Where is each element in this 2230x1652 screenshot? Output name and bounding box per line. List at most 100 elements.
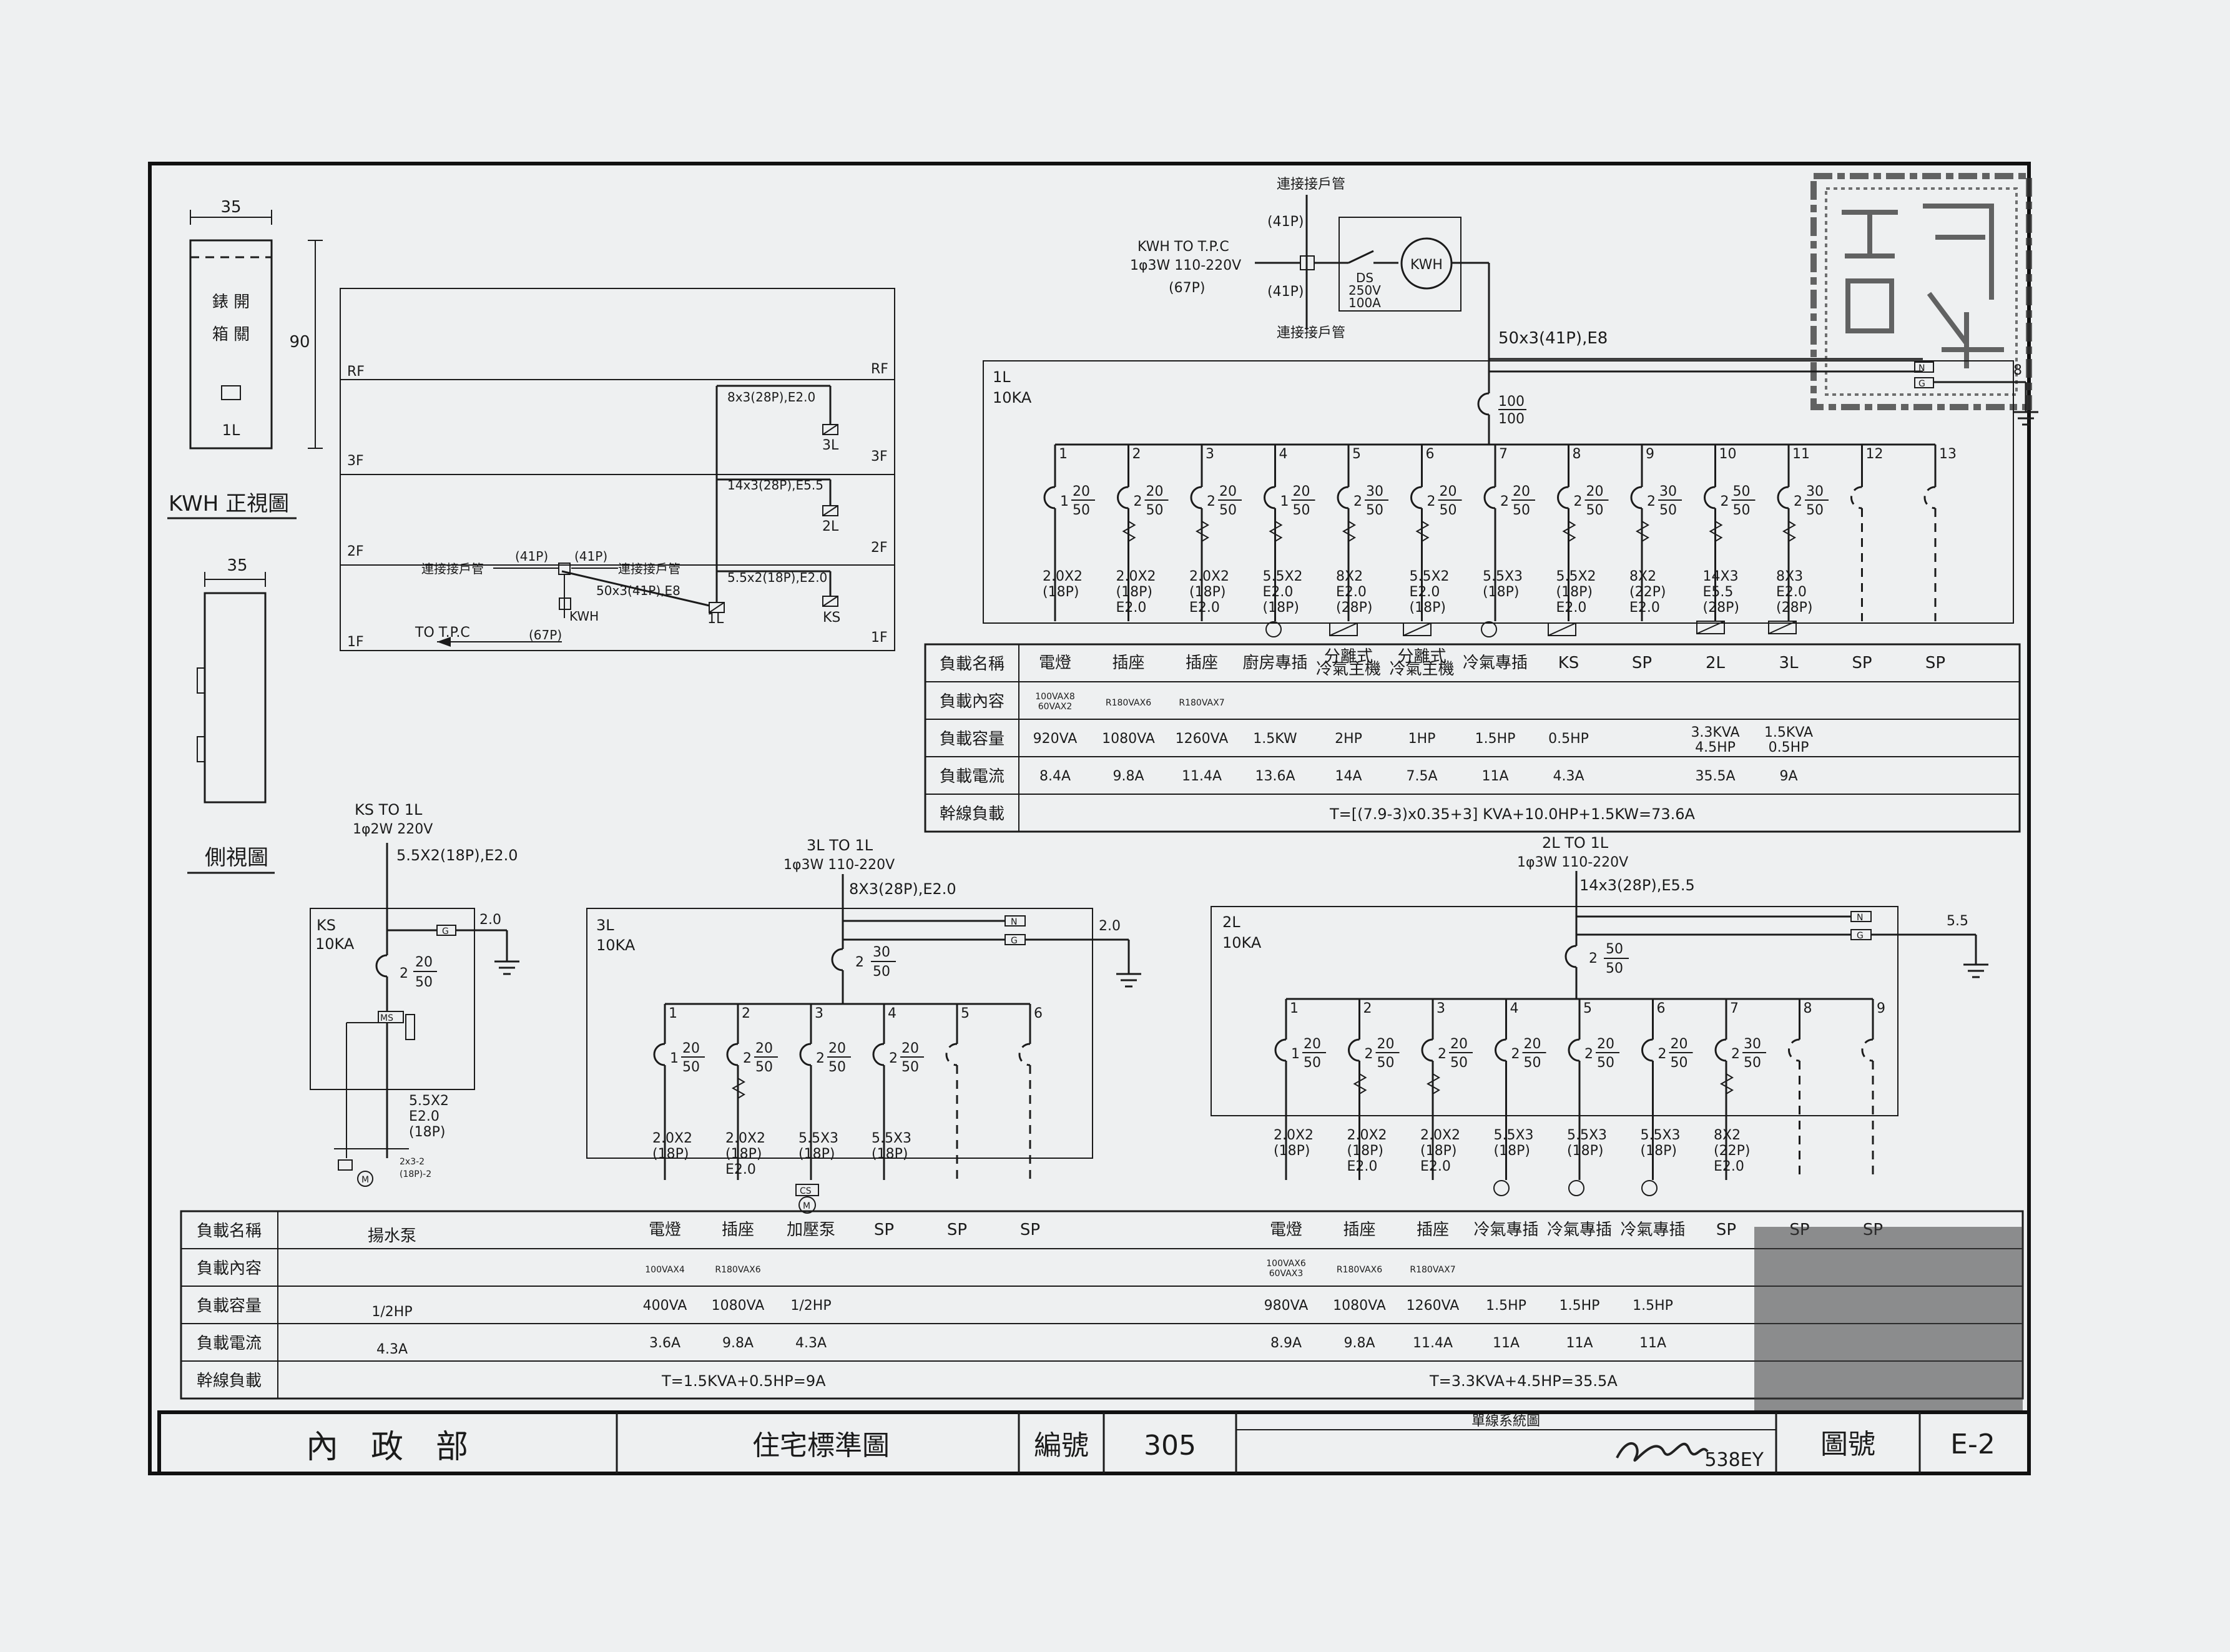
- table-bottom-2l-capacity: 1260VA: [1407, 1298, 1460, 1314]
- circuit-cable: (22P): [1714, 1143, 1750, 1159]
- panel-2l-system: 1φ3W 110-220V: [1517, 855, 1628, 870]
- panel-2l-title: 2L TO 1L: [1542, 834, 1609, 852]
- riser-cable-ks: 5.5x2(18P),E2.0: [727, 570, 827, 585]
- circuit-pole: 2: [1365, 1046, 1373, 1062]
- service-entrance: 連接接戶管 (41P) KWH TO T.P.C 1φ3W 110-220V (…: [1130, 177, 1608, 350]
- panel-ks-motor-cable2: (18P)-2: [400, 1169, 431, 1179]
- title-code: 538EY: [1704, 1449, 1764, 1471]
- circuit-frame: 50: [1450, 1055, 1468, 1071]
- panel-2l-main-top: 50: [1606, 942, 1623, 957]
- circuit-pole: 2: [1731, 1046, 1740, 1062]
- panel-3l-system: 1φ3W 110-220V: [783, 857, 895, 873]
- riser-floor-2f-r: 2F: [871, 540, 888, 556]
- riser-tag-2l: 2L: [822, 519, 839, 534]
- circuit-pole: 1: [1291, 1046, 1300, 1062]
- circuit-frame: 50: [901, 1060, 919, 1075]
- riser-conn-pipe-right: 連接接戶管: [618, 561, 680, 576]
- table-1l-load-name: 電燈: [1039, 654, 1071, 672]
- table-bottom-2l-name: 插座: [1417, 1221, 1449, 1239]
- riser-floor-3f-r: 3F: [871, 449, 888, 465]
- circuit-trip: 30: [1659, 484, 1677, 499]
- circuit-cable: E5.5: [1703, 584, 1734, 600]
- riser-67p: (67P): [529, 627, 562, 642]
- circuit-cable: (18P): [725, 1146, 762, 1162]
- meter-window-icon: [221, 385, 241, 400]
- table-1l-load-current: 9A: [1779, 769, 1797, 784]
- table-bottom-3l-name: 插座: [722, 1221, 754, 1239]
- circuit-frame: 50: [682, 1060, 700, 1075]
- table-1l-load-current: 14A: [1335, 769, 1362, 784]
- panel-1l: 1L 10KA 100 100 N G 8 1120502.0X2(18P)22…: [983, 350, 2038, 637]
- table-1l-load-name: 廚房專插: [1242, 654, 1307, 672]
- circuit-cable: (18P): [1556, 584, 1593, 600]
- table-bottom-3l-current: 4.3A: [795, 1335, 827, 1351]
- panel-1l-circuit-no: 7: [1499, 446, 1508, 462]
- circuit-trip: 30: [1744, 1036, 1761, 1052]
- table-bottom-3l-current: 9.8A: [722, 1335, 754, 1351]
- pump-motor-icon: [357, 1171, 373, 1187]
- circuit-trip: 20: [901, 1041, 919, 1056]
- panel-3l-rating: 10KA: [596, 937, 636, 954]
- circuit-cable: (18P): [1410, 600, 1446, 616]
- circuit-frame: 50: [1219, 503, 1237, 518]
- panel-1l-g-label: G: [1918, 379, 1925, 389]
- table-bottom-3l-name: 電燈: [649, 1221, 681, 1239]
- circuit-cable: E2.0: [1189, 600, 1220, 616]
- table-1l-load-current: 9.8A: [1113, 769, 1144, 784]
- service-conn-top: 連接接戶管: [1277, 177, 1345, 192]
- circuit-cable: 5.5X3: [1483, 569, 1523, 584]
- circuit-cable: (18P): [652, 1146, 689, 1162]
- front-view-tag: 1L: [222, 421, 240, 439]
- circuit-cable: 8X2: [1714, 1128, 1741, 1143]
- circuit-cable: 2.0X2: [1043, 569, 1083, 584]
- table-1l-load-current: 8.4A: [1039, 769, 1071, 784]
- table-1l-load-name: 分離式冷氣主機: [1316, 647, 1381, 679]
- panel-1l-circuit-no: 5: [1352, 446, 1361, 462]
- title-block: 內 政 部 住宅標準圖 編號 305 單線系統圖 538EY 圖號 E-2: [157, 1410, 2031, 1475]
- ks-box-icon: [1548, 622, 1576, 636]
- circuit-pole: 2: [743, 1051, 752, 1066]
- circuit-frame: 50: [1513, 503, 1530, 518]
- riser-conn-pipe-left: 連接接戶管: [421, 561, 484, 576]
- circuit-cable: 5.5X3: [872, 1131, 911, 1146]
- table-bottom-2l-capacity: 1080VA: [1333, 1298, 1386, 1314]
- table-1l-load-capacity: 1080VA: [1102, 731, 1155, 747]
- circuit-cable: (18P): [1420, 1143, 1456, 1159]
- circuit-cable: (22P): [1629, 584, 1666, 600]
- circuit-trip: 30: [1806, 484, 1824, 499]
- circuit-frame: 50: [1586, 503, 1604, 518]
- front-view-mid-label: 箱 關: [212, 325, 250, 344]
- circuit-cable: 2.0X2: [725, 1131, 765, 1146]
- panel-1l-circuit-no: 13: [1939, 446, 1957, 462]
- table-bottom-2l-capacity: 1.5HP: [1486, 1298, 1526, 1314]
- title-ministry: 內 政 部: [306, 1428, 468, 1466]
- panel-1l-circuit-no: 10: [1719, 446, 1737, 462]
- riser-floor-3f-l: 3F: [347, 453, 364, 469]
- circuit-pole: 2: [1584, 1046, 1593, 1062]
- panel-ks-breaker-bot: 50: [415, 975, 433, 990]
- circuit-cable: (18P): [1263, 600, 1299, 616]
- panel-2l-rating: 10KA: [1222, 934, 1262, 951]
- table-1l-load-current: 4.3A: [1553, 769, 1584, 784]
- table-1l-load-name: 3L: [1779, 654, 1799, 672]
- table-bottom-3l-content: R180VAX6: [715, 1265, 760, 1275]
- panel-1l-circuit-no: 1: [1059, 446, 1068, 462]
- circuit-cable: 5.5X3: [1494, 1128, 1534, 1143]
- circuit-cable: (18P): [872, 1146, 908, 1162]
- ac-unit-icon-1: [1329, 622, 1358, 636]
- circuit-pole: 2: [1353, 494, 1362, 509]
- riser-41p-right: (41P): [574, 549, 607, 564]
- circuit-trip: 20: [1377, 1036, 1395, 1052]
- circuit-frame: 50: [1366, 503, 1383, 518]
- panel-2l-ground-icon: [1963, 963, 1988, 978]
- circuit-cable: (18P): [1494, 1143, 1530, 1159]
- handwritten-signature: [1616, 1442, 1709, 1462]
- circuit-trip: 50: [1733, 484, 1751, 499]
- panel-ks-feeder: 5.5X2(18P),E2.0: [396, 847, 518, 864]
- circuit-frame: 50: [828, 1060, 846, 1075]
- circuit-frame: 50: [755, 1060, 773, 1075]
- panel-3l-circuit-no: 2: [742, 1006, 750, 1021]
- riser-diagram: RF RF 3F 3F 2F 2F 1F 1F 8x3(28P),E2.0 3L…: [340, 288, 895, 651]
- table-bottom-row-label: 負載內容: [197, 1259, 262, 1278]
